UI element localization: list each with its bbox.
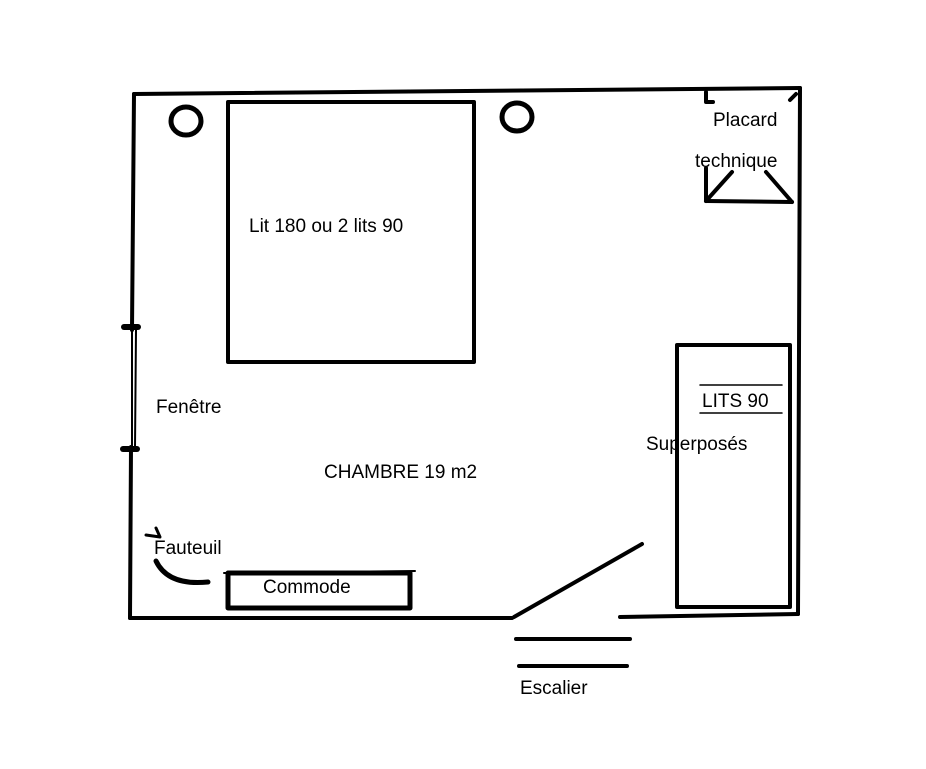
- closet-label-line2: technique: [695, 151, 778, 172]
- armchair-mark: [144, 526, 162, 539]
- bed-label: Lit 180 ou 2 lits 90: [249, 216, 404, 237]
- window-label: Fenêtre: [156, 397, 222, 418]
- closet-bottom: [704, 199, 794, 204]
- dresser-top-edge: [223, 570, 416, 574]
- wall-right: [796, 86, 802, 616]
- bunk-label-line1: LITS 90: [702, 391, 769, 412]
- door-swing: [512, 542, 644, 619]
- stairs-label: Escalier: [520, 678, 588, 699]
- wall-bottom-right: [618, 612, 800, 619]
- bunk-beds: [675, 343, 792, 609]
- dresser-label: Commode: [263, 577, 351, 598]
- closet-right-diag: [764, 170, 794, 204]
- armchair-arc: [153, 558, 211, 586]
- armchair-label: Fauteuil: [154, 538, 222, 559]
- bedside-lamp-right: [499, 100, 535, 134]
- window-line-2: [134, 329, 137, 449]
- wall-left-lower: [128, 445, 133, 620]
- wall-left-upper: [130, 92, 136, 332]
- bedside-lamp-left: [168, 104, 204, 138]
- double-bed: [226, 100, 476, 364]
- room-name: CHAMBRE 19 m2: [324, 462, 478, 483]
- closet-corner-tl: [704, 90, 715, 104]
- wall-top: [132, 86, 802, 96]
- closet-corner-tr: [788, 92, 798, 102]
- bunk-label-line2: Superposés: [646, 434, 748, 455]
- closet-left-diag: [704, 170, 734, 203]
- closet-label-line1: Placard: [713, 110, 778, 131]
